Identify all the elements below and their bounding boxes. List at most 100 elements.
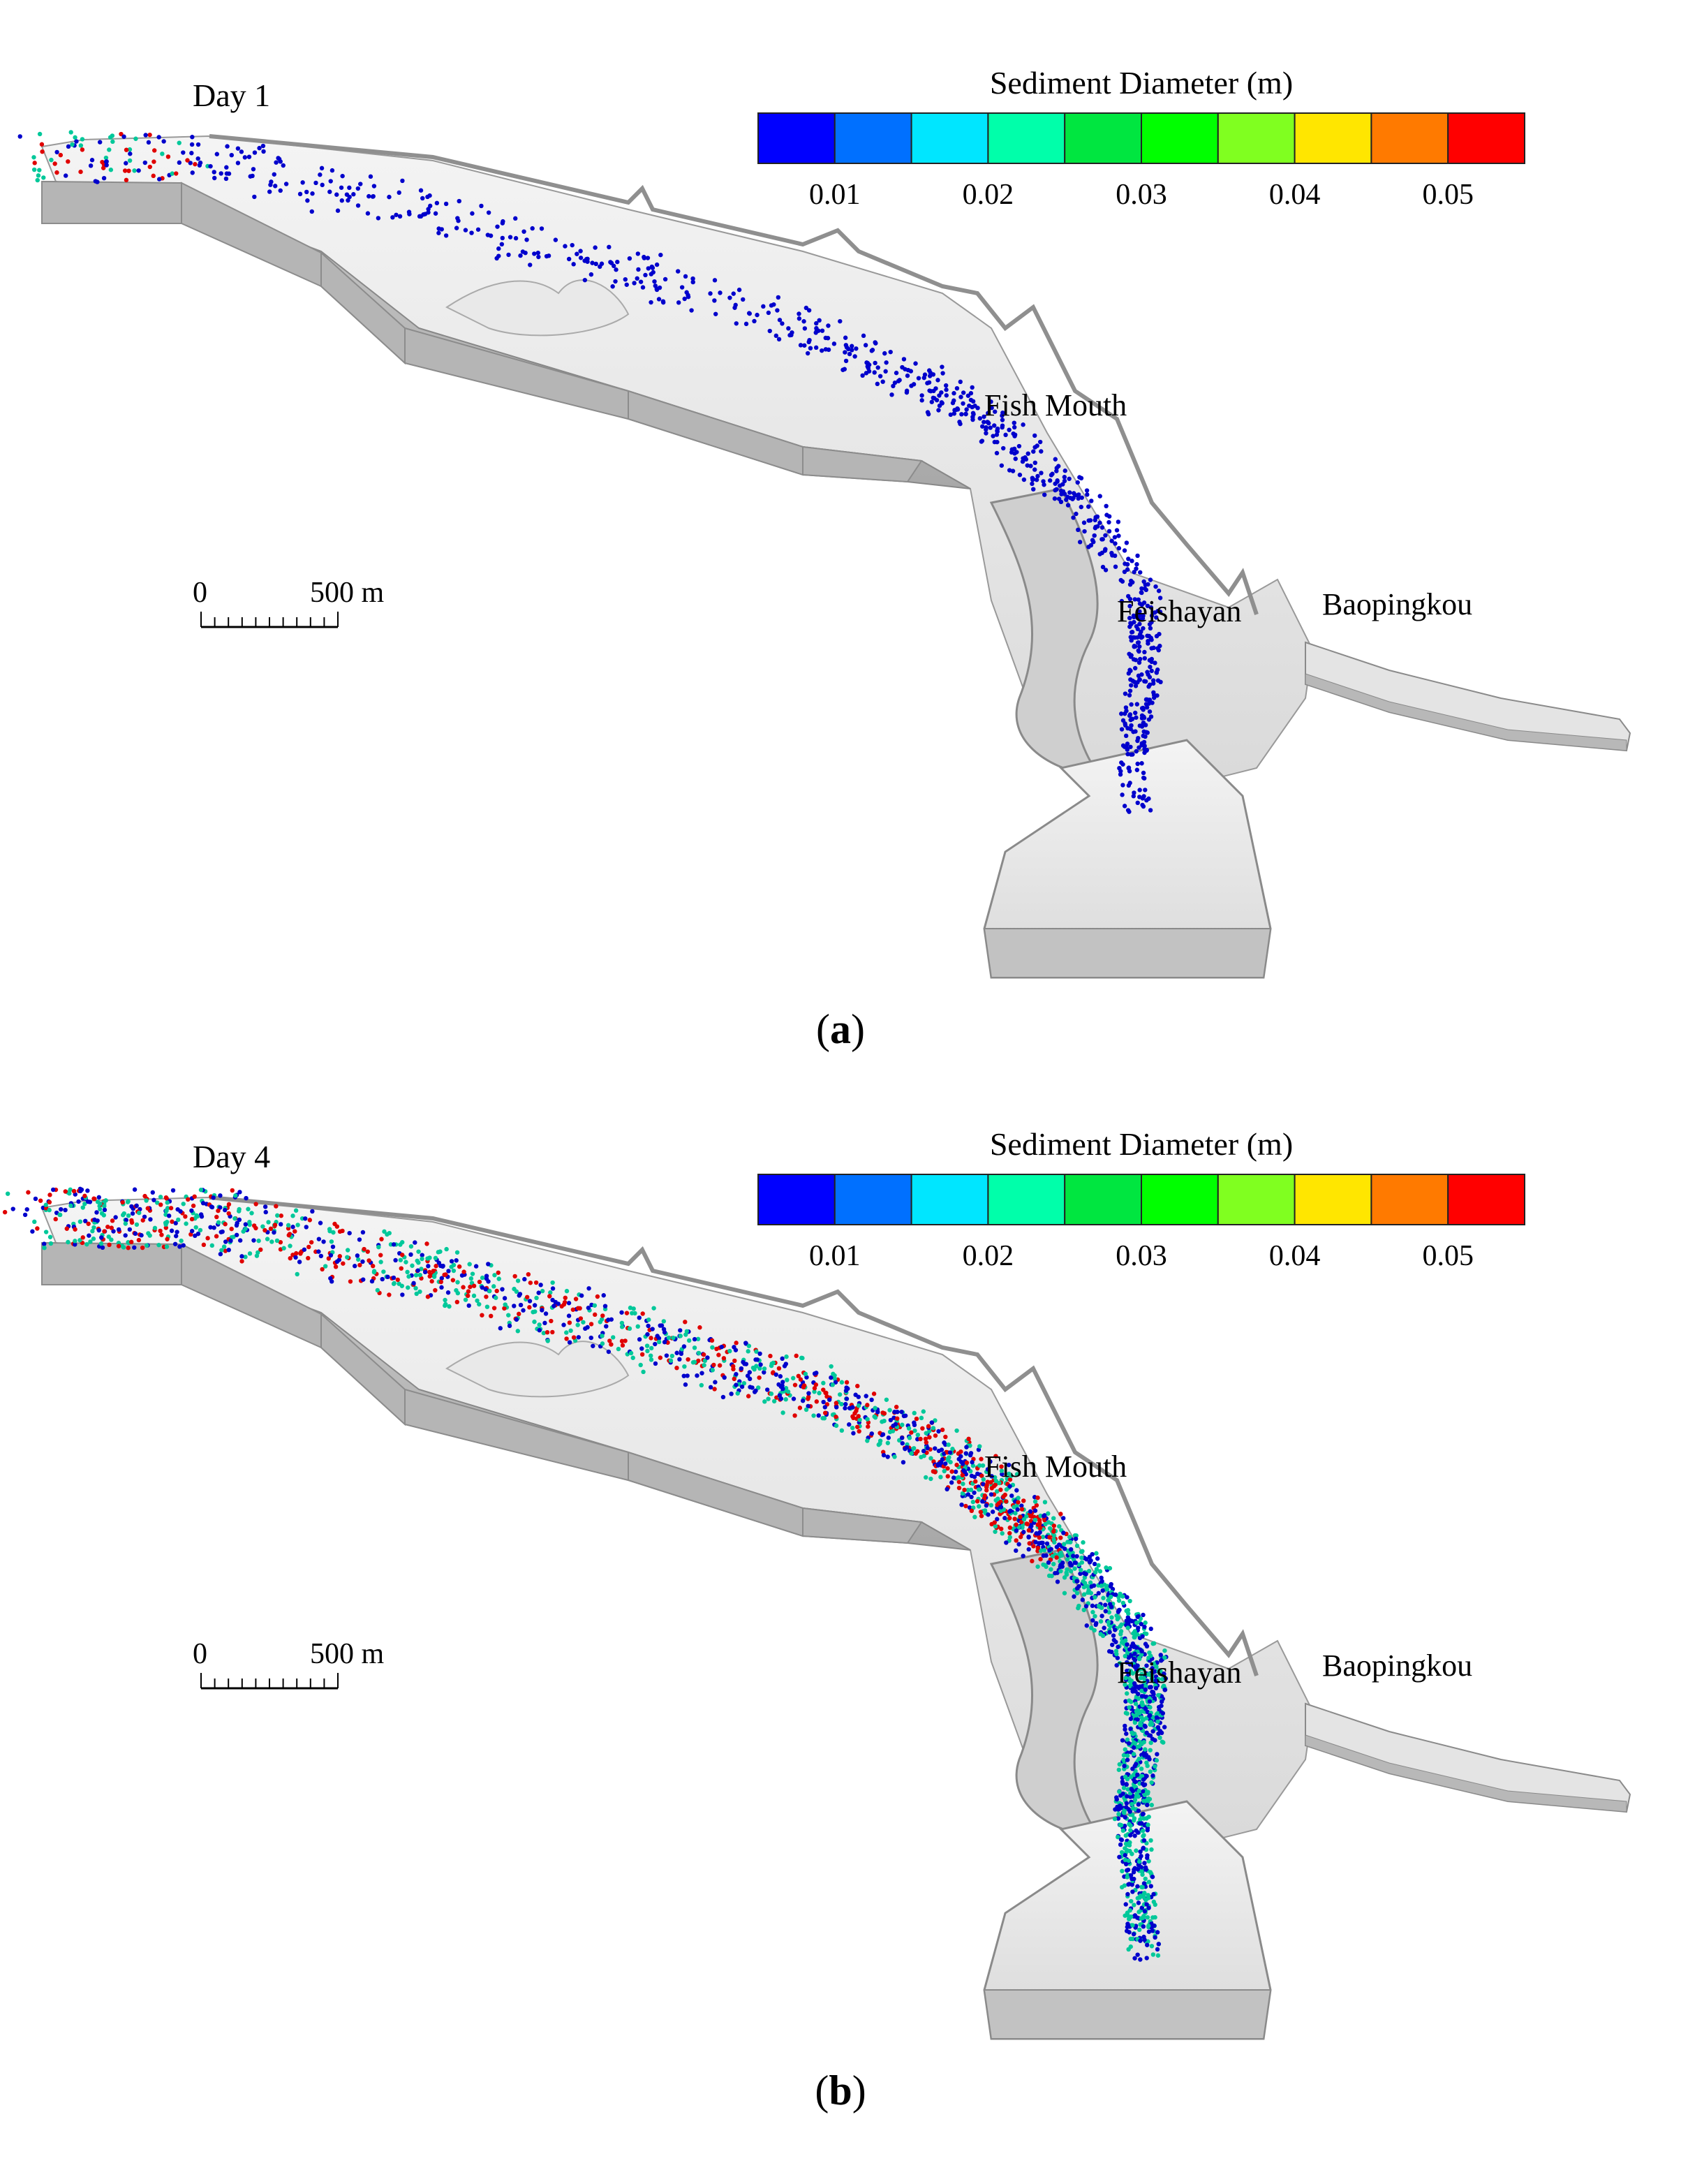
sediment-particle — [1062, 1542, 1067, 1547]
sediment-particle — [136, 1237, 142, 1243]
sediment-particle — [1149, 1803, 1154, 1808]
sediment-particle — [839, 1401, 844, 1407]
sediment-particle — [1149, 619, 1154, 625]
sediment-particle — [677, 1357, 682, 1362]
sediment-particle — [436, 230, 441, 235]
sediment-particle — [189, 1228, 195, 1234]
sediment-particle — [1018, 1535, 1023, 1540]
sediment-particle — [1076, 527, 1081, 533]
sediment-particle — [398, 1257, 403, 1262]
sediment-particle — [583, 1326, 588, 1331]
sediment-particle — [150, 1190, 155, 1195]
sediment-particle — [1093, 1570, 1098, 1575]
sediment-particle — [1132, 1778, 1137, 1784]
sediment-particle — [518, 1302, 524, 1308]
sediment-particle — [420, 1253, 424, 1257]
sediment-particle — [683, 1382, 688, 1387]
sediment-particle — [980, 1463, 986, 1468]
sediment-particle — [882, 1418, 887, 1424]
sediment-particle — [1081, 1607, 1086, 1613]
sediment-particle — [290, 1253, 295, 1257]
sediment-particle — [805, 351, 810, 356]
sediment-particle — [949, 1480, 954, 1485]
sediment-particle — [995, 428, 1000, 434]
sediment-particle — [685, 1373, 690, 1378]
sediment-particle — [1107, 1630, 1112, 1635]
sediment-particle — [936, 408, 941, 413]
scale-bar-end: 500 m — [310, 1638, 385, 1670]
sediment-particle — [216, 1208, 221, 1213]
sediment-particle — [892, 1454, 897, 1459]
sediment-particle — [110, 133, 115, 138]
sediment-particle — [1148, 635, 1153, 641]
sediment-particle — [1136, 648, 1141, 653]
sediment-particle — [399, 1283, 405, 1288]
sediment-particle — [1136, 597, 1141, 602]
sediment-particle — [247, 1251, 253, 1256]
sediment-particle — [1135, 761, 1140, 767]
sediment-particle — [1038, 1556, 1043, 1562]
sediment-particle — [1090, 1609, 1095, 1615]
sediment-particle — [785, 1378, 790, 1382]
sediment-particle — [251, 1238, 256, 1243]
sediment-particle — [1014, 1472, 1020, 1477]
sediment-particle — [1007, 1535, 1013, 1540]
sediment-particle — [908, 369, 914, 374]
sediment-particle — [1131, 1752, 1136, 1757]
sediment-particle — [335, 208, 341, 213]
sediment-particle — [454, 1258, 459, 1263]
sediment-particle — [252, 194, 257, 200]
sediment-particle — [1037, 1530, 1042, 1535]
sediment-particle — [933, 1418, 938, 1423]
sediment-particle — [1146, 1880, 1152, 1884]
sediment-particle — [959, 412, 964, 417]
sediment-particle — [1041, 479, 1046, 484]
sediment-particle — [960, 1491, 965, 1496]
sediment-particle — [1153, 1764, 1157, 1769]
sediment-particle — [1125, 1875, 1130, 1880]
sediment-particle — [614, 267, 619, 272]
sediment-particle — [1140, 1872, 1145, 1877]
sediment-particle — [84, 1241, 89, 1247]
sediment-particle — [1113, 1592, 1118, 1598]
sediment-particle — [209, 1243, 214, 1248]
sediment-particle — [189, 1208, 194, 1213]
caption-letter: b — [829, 2067, 852, 2113]
sediment-particle — [379, 1237, 384, 1241]
sediment-particle — [101, 1213, 106, 1218]
sediment-particle — [964, 1460, 970, 1466]
sediment-particle — [1019, 1507, 1025, 1512]
sediment-particle — [776, 295, 781, 300]
sediment-particle — [847, 351, 852, 357]
sediment-particle — [177, 160, 182, 165]
sediment-particle — [833, 1380, 838, 1385]
sediment-particle — [988, 1459, 993, 1464]
sediment-particle — [190, 135, 195, 140]
sediment-particle — [1109, 550, 1114, 556]
sediment-particle — [564, 1288, 570, 1294]
sediment-particle — [1146, 641, 1150, 646]
sediment-particle — [413, 1273, 419, 1278]
sediment-particle — [88, 1239, 93, 1244]
sediment-particle — [295, 1271, 299, 1277]
caption-open: ( — [816, 1006, 830, 1052]
sediment-particle — [318, 172, 323, 177]
sediment-particle — [931, 1426, 936, 1431]
sediment-particle — [559, 1304, 564, 1309]
sediment-particle — [1093, 1614, 1097, 1619]
sediment-particle — [927, 388, 932, 393]
sediment-particle — [1126, 671, 1132, 676]
sediment-particle — [550, 1297, 555, 1303]
sediment-particle — [1135, 615, 1140, 620]
sediment-particle — [961, 1468, 966, 1473]
sediment-particle — [732, 1358, 737, 1364]
sediment-particle — [615, 259, 620, 265]
sediment-particle — [348, 1279, 353, 1284]
sediment-particle — [160, 152, 165, 156]
sediment-particle — [1000, 413, 1005, 418]
sediment-particle — [887, 1408, 892, 1412]
sediment-particle — [940, 371, 945, 376]
sediment-particle — [814, 320, 819, 326]
sediment-particle — [1123, 705, 1129, 710]
legend-swatch — [1447, 1174, 1525, 1225]
